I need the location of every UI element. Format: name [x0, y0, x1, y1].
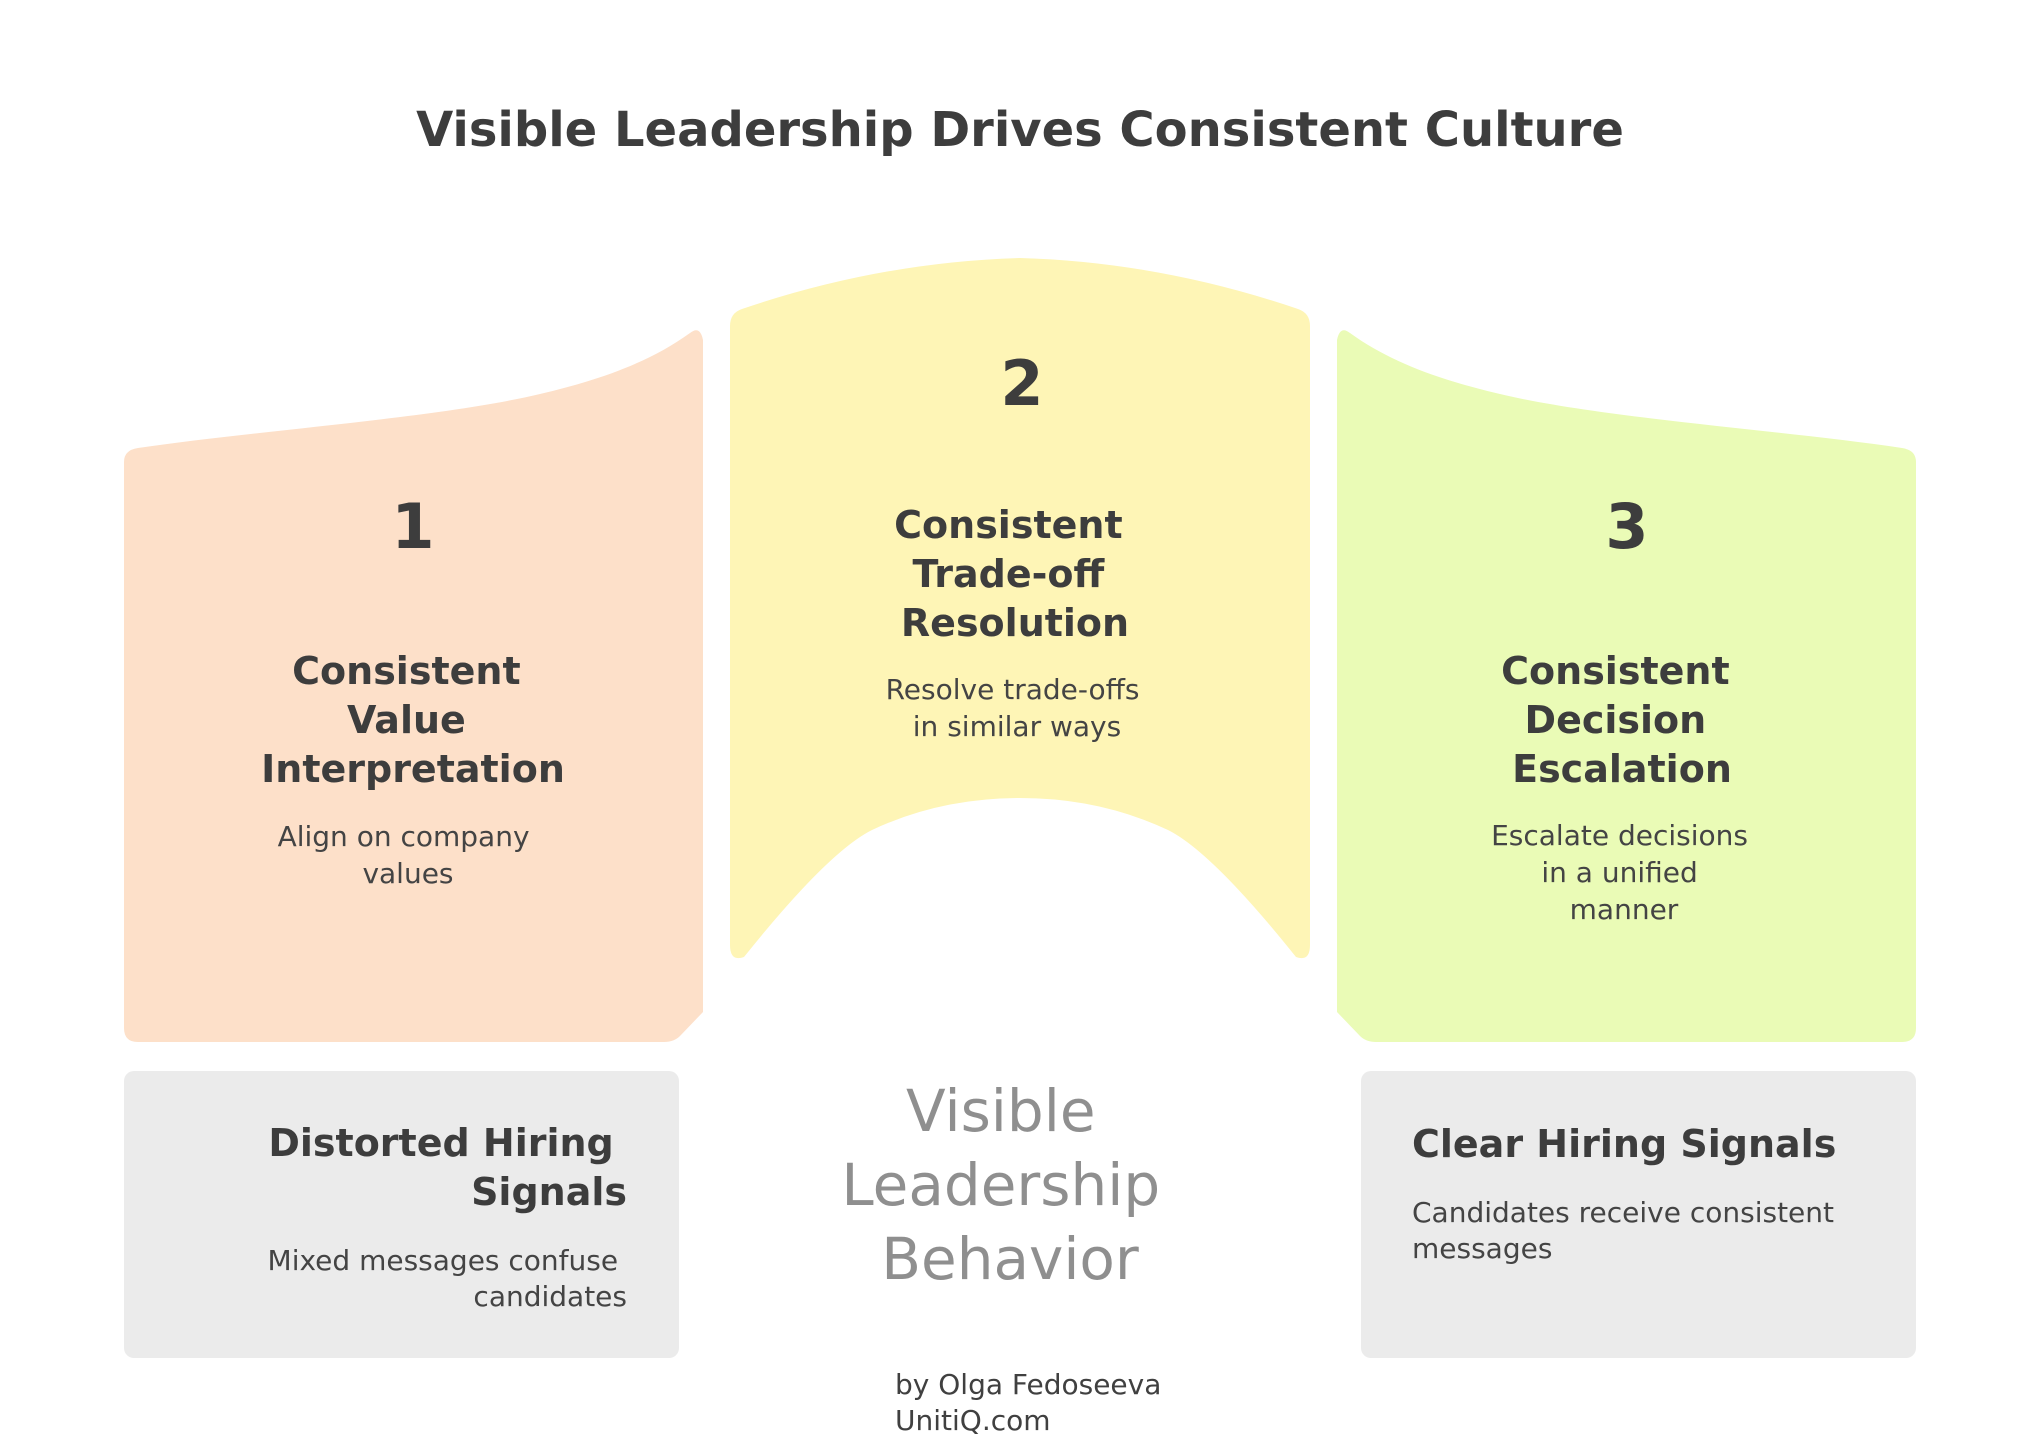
outcome-right-box — [1361, 1071, 1916, 1358]
pillar-3: 3 Consistent Decision Escalation Escalat… — [1337, 330, 1916, 1042]
pillar-1: 1 Consistent Value Interpretation Align … — [124, 330, 703, 1042]
pillar-1-title: Consistent Value Interpretation — [261, 649, 565, 791]
outcome-left-box — [124, 1071, 679, 1358]
diagram-title: Visible Leadership Drives Consistent Cul… — [416, 102, 1624, 158]
center-label: Visible Leadership Behavior — [841, 1077, 1178, 1293]
pillar-3-number: 3 — [1605, 490, 1648, 563]
outcome-right-description: Candidates receive consistent messages — [1412, 1196, 1843, 1265]
pillar-1-shape — [124, 330, 703, 1042]
outcome-left: Distorted Hiring Signals Mixed messages … — [124, 1071, 679, 1358]
pillar-3-title: Consistent Decision Escalation — [1501, 649, 1743, 791]
byline: by Olga Fedoseeva UnitiQ.com — [895, 1368, 1170, 1437]
pillar-1-number: 1 — [391, 490, 434, 563]
pillar-1-description: Align on company values — [278, 820, 539, 890]
pillar-2-title: Consistent Trade-off Resolution — [894, 503, 1136, 645]
outcome-left-description: Mixed messages confuse candidates — [268, 1244, 627, 1313]
outcome-left-title: Distorted Hiring Signals — [268, 1121, 627, 1214]
pillar-2-shape — [730, 258, 1310, 959]
outcome-right-title: Clear Hiring Signals — [1412, 1122, 1836, 1166]
pillar-2-description: Resolve trade-offs in similar ways — [886, 673, 1149, 743]
pillar-3-description: Escalate decisions in a unified manner — [1491, 819, 1757, 926]
pillar-2: 2 Consistent Trade-off Resolution Resolv… — [730, 258, 1310, 959]
outcome-right: Clear Hiring Signals Candidates receive … — [1361, 1071, 1916, 1358]
pillar-3-shape — [1337, 330, 1916, 1042]
pillar-2-number: 2 — [1000, 347, 1043, 420]
